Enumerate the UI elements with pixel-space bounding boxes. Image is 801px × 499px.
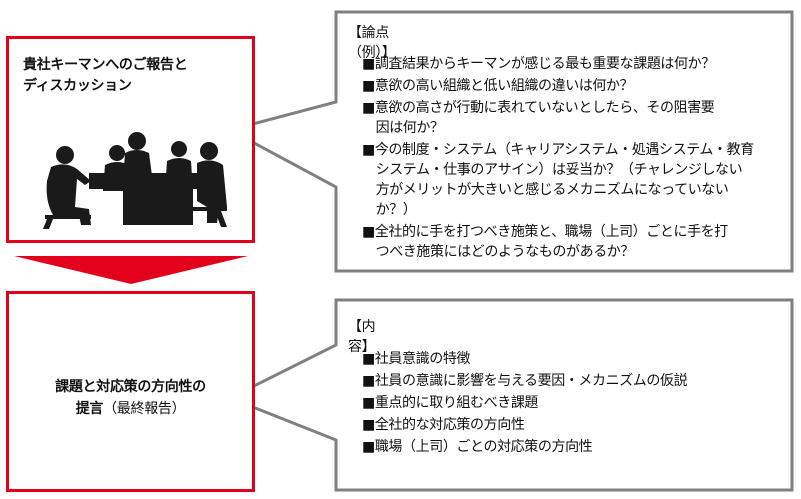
issue-item-5-line2: つべき施策にはどのようなものがあるか？ — [362, 244, 635, 260]
issue-item-3-line1: ■意欲の高さが行動に表れていないとしたら、その阻害要 — [362, 100, 715, 116]
bottom-callout-panel — [226, 298, 794, 492]
issue-item-4-line2: システム・仕事のアサイン）は妥当か？（チャレンジしない — [362, 162, 743, 178]
content-item-1: ■社員意識の特徴 — [362, 351, 471, 367]
top-report-box: 貴社キーマンへのご報告と ディスカッション — [6, 36, 255, 243]
content-item-3: ■重点的に取り組むべき課題 — [362, 395, 539, 411]
bottom-box-title: 課題と対応策の方向性の 提言（最終報告） — [9, 376, 252, 420]
content-item-4: ■全社的な対応策の方向性 — [362, 417, 525, 433]
content-item-5: ■職場（上司）ごとの対応策の方向性 — [362, 439, 593, 455]
issue-item-4-line4: か？） — [362, 202, 417, 218]
top-panel-heading: 【論点（例）】 — [348, 25, 396, 61]
down-arrow-icon — [14, 256, 248, 284]
issue-item-1: ■調査結果からキーマンが感じる最も重要な課題は何か？ — [362, 56, 715, 72]
issue-item-3-line2: 因は何か？ — [362, 120, 444, 136]
bottom-title-line2-normal: （最終報告） — [103, 401, 186, 417]
issue-item-5-line1: ■全社的に手を打つべき施策と、職場（上司）ごとに手を打 — [362, 224, 728, 240]
bottom-title-line1: 課題と対応策の方向性の — [55, 379, 206, 395]
issue-item-4-line1: ■今の制度・システム（キャリアシステム・処遇システム・教育 — [362, 142, 754, 158]
issue-item-2: ■意欲の高い組織と低い組織の違いは何か？ — [362, 78, 634, 94]
top-box-title: 貴社キーマンへのご報告と ディスカッション — [23, 57, 188, 94]
top-callout-panel — [225, 10, 794, 273]
bottom-title-line2-bold: 提言 — [75, 401, 104, 417]
issue-item-4-line3: 方がメリットが大きいと感じるメカニズムになっていない — [362, 182, 729, 198]
bottom-proposal-box: 課題と対応策の方向性の 提言（最終報告） — [6, 291, 255, 492]
meeting-people-silhouette-icon — [43, 132, 227, 229]
bottom-panel-heading: 【内容】 — [348, 319, 376, 355]
content-item-2: ■社員の意識に影響を与える要因・メカニズムの仮説 — [362, 373, 688, 389]
